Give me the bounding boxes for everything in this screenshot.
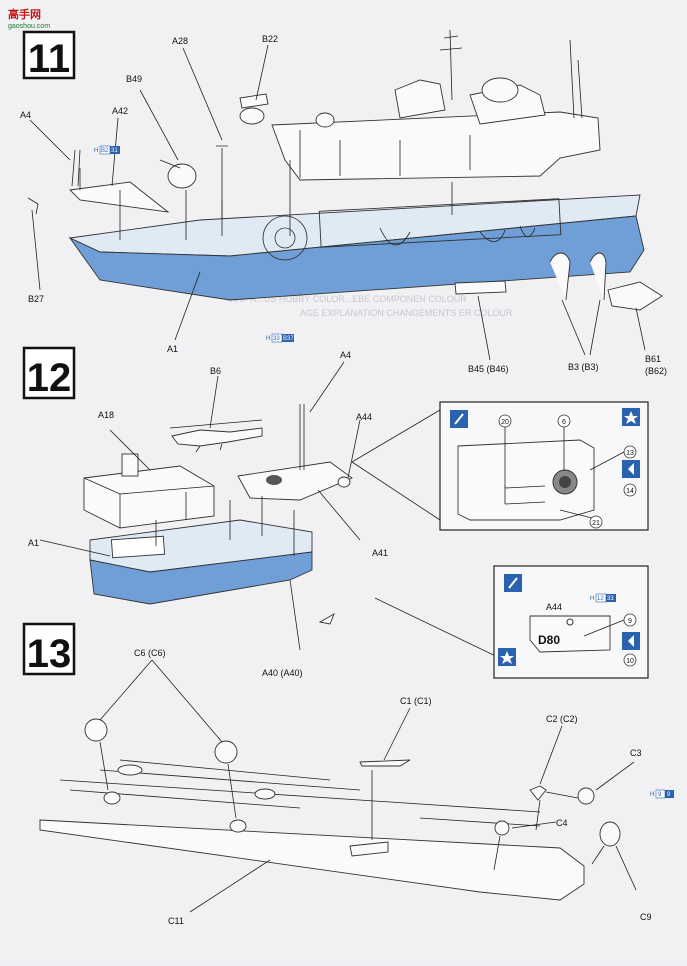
label-c3: C3 [630,748,642,758]
svg-text:H: H [266,336,270,342]
step-12-number: 12 [27,356,72,400]
detail-label-a44: A44 [546,602,562,612]
label-b45: B45 (B46) [468,364,509,374]
step-13-box [22,622,76,676]
part-a42 [69,181,170,213]
step-11-number: 11 [28,37,70,81]
watermark-text: 高手网 [8,7,41,21]
detail-box-deck-decals: 20 6 13 14 21 [439,401,649,531]
label-a4: A4 [20,110,31,120]
part-b3 [549,252,607,301]
part-c6-left [84,718,108,742]
label-a1-s12: A1 [28,538,39,548]
label-a42: A42 [112,106,128,116]
part-a41-deck [237,461,353,501]
step-12: 12 A4 B6 A18 A [22,346,649,679]
svg-text:H: H [590,596,594,602]
part-c4-propeller [494,820,510,836]
label-b22: B22 [262,34,278,44]
step-12-box [22,346,76,400]
hint-tag-2: H 33 B37 [266,333,294,343]
callout-6: 6 [562,419,566,426]
faint-strip-2: AGE EXPLANATION CHANGEMENTS ER COLOUR [300,308,513,318]
label-c1: C1 (C1) [400,696,432,706]
svg-text:33: 33 [607,596,614,602]
hull-a1 [68,194,645,301]
part-a44 [337,476,351,488]
part-a4 [71,149,81,187]
part-c9 [599,821,621,847]
step-13: 13 C6 (C6) C1 (C1) C2 (C2) C3 C4 C11 [22,622,674,926]
label-c6: C6 (C6) [134,648,166,658]
step-11: 11 [20,29,667,376]
decal-hull-number: D80 [538,633,560,647]
part-a18-superstructure [83,453,215,529]
part-b22 [239,107,265,125]
svg-text:31: 31 [111,148,118,154]
callout-14: 14 [626,488,634,495]
hull-a1-stern [89,519,313,605]
svg-text:9: 9 [667,792,671,798]
part-b49 [167,163,197,189]
hint-tag-3: H 9 9 [650,789,674,799]
hint-tag-1: H B2 31 [94,145,120,155]
svg-text:12: 12 [597,596,604,602]
label-a18: A18 [98,410,114,420]
label-b61: B61 [645,354,661,364]
svg-text:33: 33 [273,336,280,342]
hull-bottom-c11 [39,759,585,901]
part-c1-rudder [359,759,411,767]
label-b3: B3 (B3) [568,362,599,372]
callout-21: 21 [592,520,600,527]
svg-text:H: H [94,148,98,154]
callout-13: 13 [626,450,634,457]
faint-strip-1: ARP A...US HOBBY COLOR...EBE COMPONEN CO… [230,294,467,304]
label-b62: (B62) [645,366,667,376]
svg-text:9: 9 [658,792,662,798]
label-c4: C4 [556,818,568,828]
label-a4-s12: A4 [340,350,351,360]
part-b6-helicopter [169,419,263,453]
part-c2 [529,785,547,801]
superstructure [271,29,601,181]
part-c3-propeller [577,787,595,805]
callout-9: 9 [628,618,632,625]
detail-box-stern-decal: A44 H 12 33 D80 9 10 [493,565,649,679]
part-b27 [27,197,39,215]
label-c11: C11 [168,916,184,926]
label-a40: A40 (A40) [262,668,303,678]
label-a28: A28 [172,36,188,46]
callout-10: 10 [626,658,634,665]
label-b6: B6 [210,366,221,376]
label-b49: B49 [126,74,142,84]
svg-text:H: H [650,792,654,798]
callout-20: 20 [501,419,509,426]
label-c2: C2 (C2) [546,714,578,724]
label-a1: A1 [167,344,178,354]
part-a40 [318,612,335,625]
label-c9: C9 [640,912,652,922]
part-b61 [607,281,663,311]
label-b27: B27 [28,294,44,304]
part-b45 [454,280,507,295]
svg-text:B2: B2 [101,148,109,154]
label-a41: A41 [372,548,388,558]
step-11-box [22,30,76,80]
svg-text:B37: B37 [283,336,294,342]
part-c6-right [214,740,238,764]
label-a44: A44 [356,412,372,422]
watermark-subtext: gaoshou.com [8,23,50,30]
step-13-number: 13 [27,632,72,676]
